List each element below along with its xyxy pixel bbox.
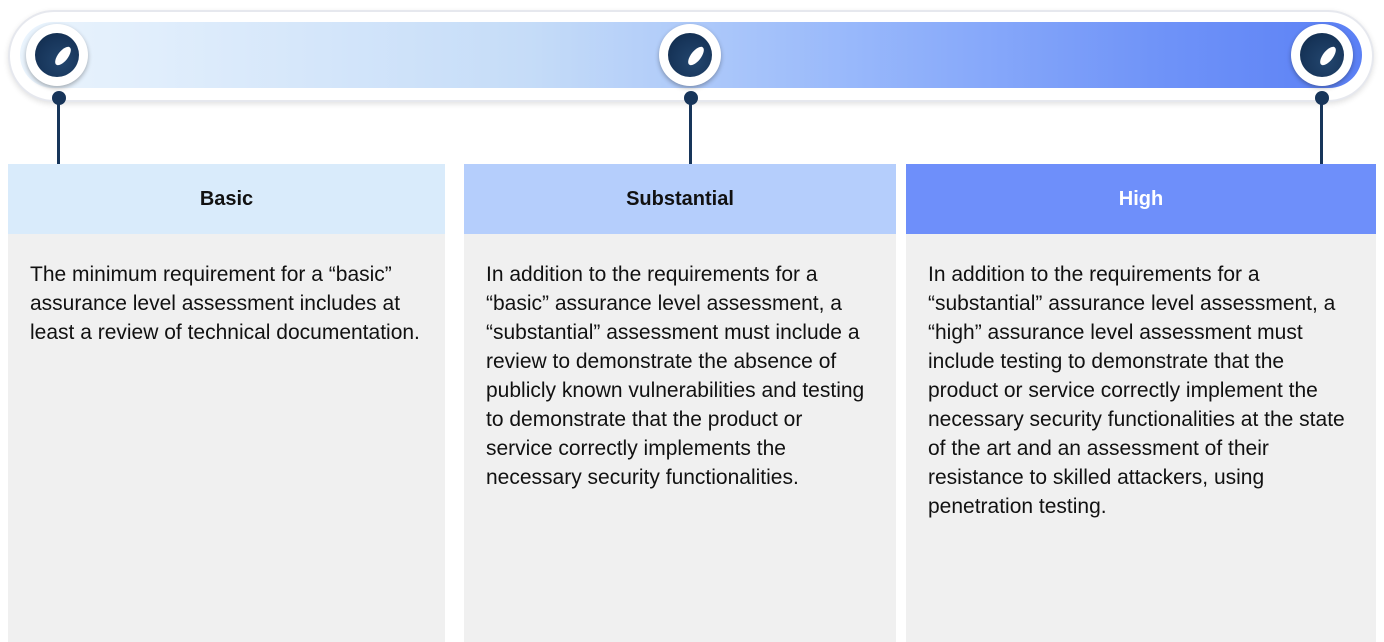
substantial-marker-icon (659, 24, 721, 86)
high-level-description: In addition to the requirements for a “s… (928, 263, 1345, 518)
substantial-level-card: Substantial In addition to the requireme… (464, 164, 896, 642)
high-connector-line (1320, 98, 1323, 164)
basic-level-card: Basic The minimum requirement for a “bas… (8, 164, 445, 642)
substantial-level-title: Substantial (464, 164, 896, 234)
basic-level-description: The minimum requirement for a “basic” as… (30, 263, 420, 344)
high-marker-icon (1291, 24, 1353, 86)
basic-connector-line (57, 98, 60, 164)
basic-marker-icon (26, 24, 88, 86)
substantial-connector-line (689, 98, 692, 164)
high-level-card: High In addition to the requirements for… (906, 164, 1376, 642)
high-level-title: High (906, 164, 1376, 234)
substantial-level-description: In addition to the requirements for a “b… (486, 263, 865, 489)
basic-level-title: Basic (8, 164, 445, 234)
